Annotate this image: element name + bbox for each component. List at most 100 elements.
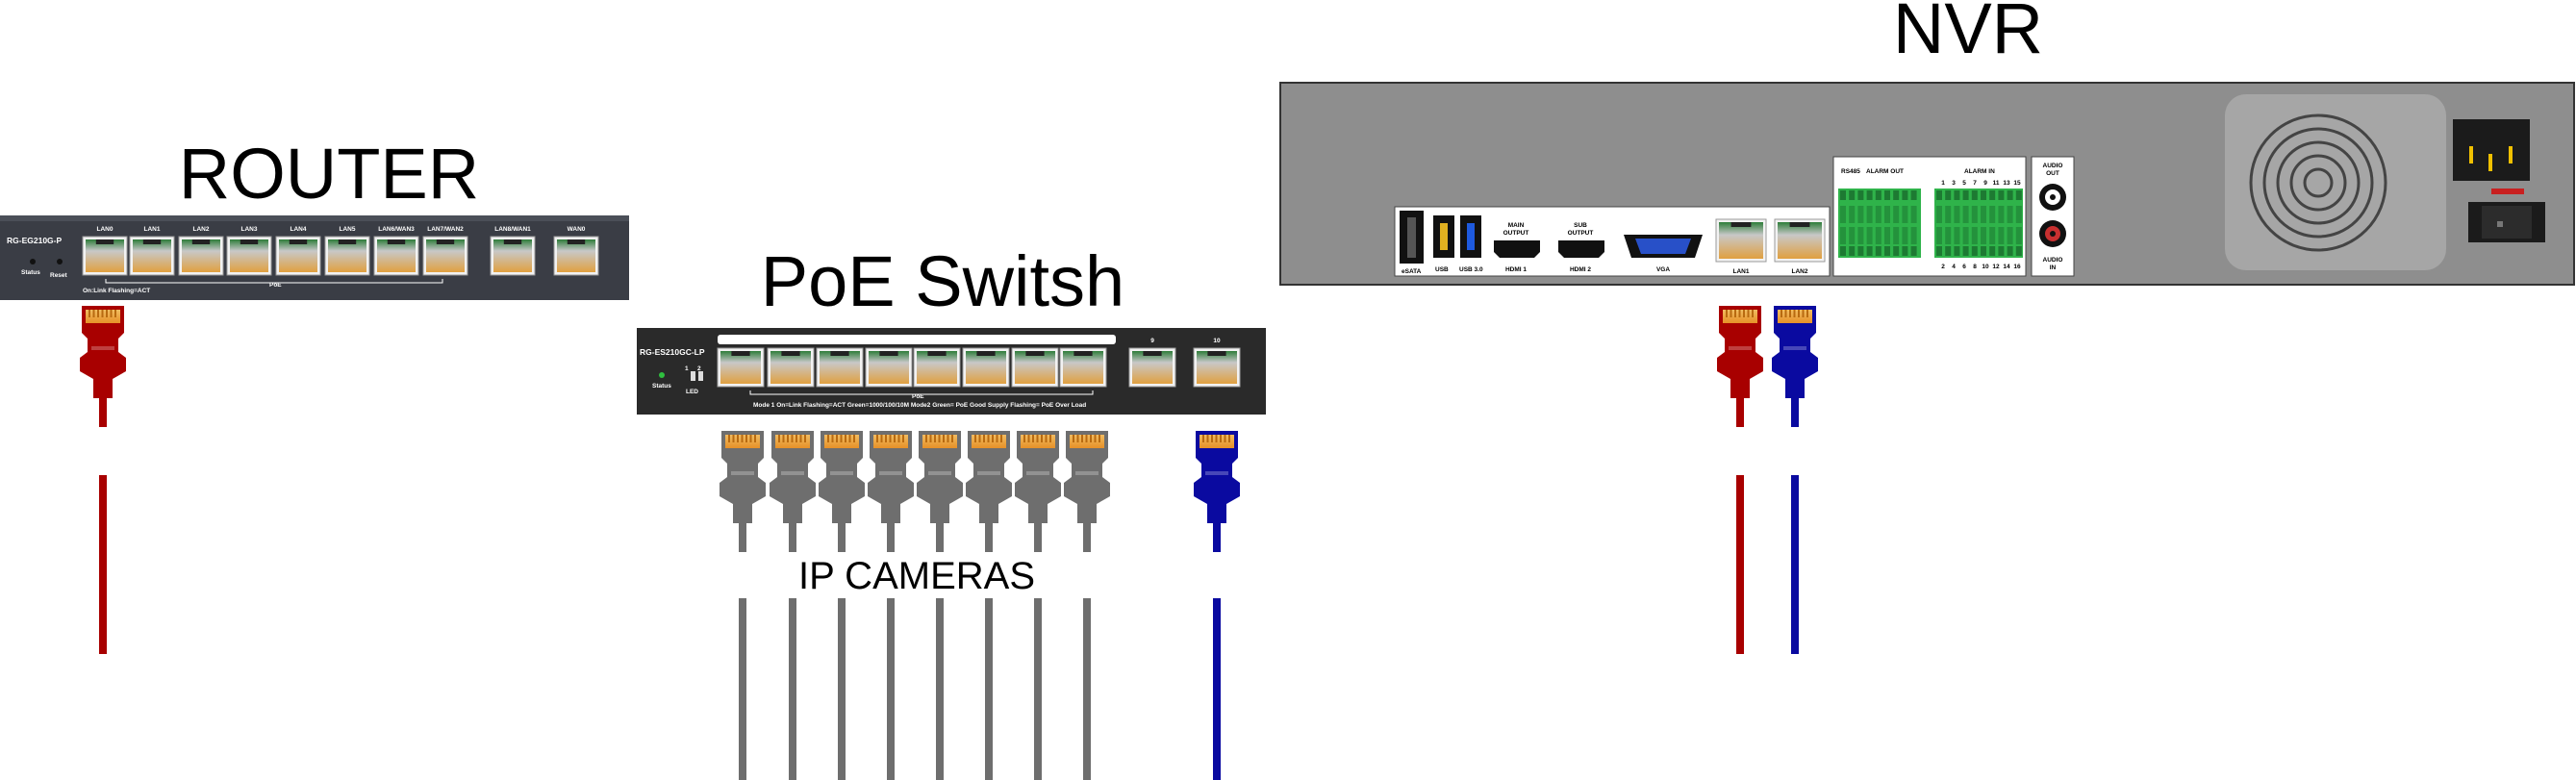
terminal-screw [1840, 246, 1846, 256]
router-port-lan0 [82, 236, 128, 276]
terminal-slot [1945, 206, 1952, 223]
terminal-screw [1902, 246, 1908, 256]
nvr-sub-output-line2: OUTPUT [1568, 230, 1594, 237]
switch-port-label: 10 [1213, 338, 1221, 344]
terminal-slot [1962, 227, 1969, 244]
terminal-screw [1971, 190, 1978, 200]
terminal-slot [1998, 206, 2005, 223]
terminal-slot [1981, 206, 1986, 223]
camera-cable-segment-5 [936, 598, 944, 780]
camera-cable-segment-6 [985, 598, 993, 780]
nvr-vga-label: VGA [1656, 266, 1670, 273]
terminal-screw [1910, 246, 1917, 256]
nvr-alarm-out-label: ALARM OUT [1866, 168, 1904, 175]
terminal-screw [1866, 190, 1873, 200]
camera-cable-connector-7 [1015, 431, 1061, 552]
terminal-slot [1989, 227, 1996, 244]
switch-title: PoE Switsh [761, 241, 1124, 321]
terminal-slot [1989, 206, 1996, 223]
audio-in-jack-icon [2039, 220, 2066, 247]
camera-cable-connector-8 [1064, 431, 1110, 552]
fan-grille-icon [2249, 113, 2387, 252]
terminal-screw [1945, 246, 1952, 256]
router-port-lan1 [129, 236, 175, 276]
terminal-slot [1884, 206, 1890, 223]
router-cable-connector [80, 306, 126, 427]
nvr-blue-cable-segment [1791, 475, 1799, 654]
router-port-label: LAN1 [144, 226, 161, 233]
terminal-slot [1849, 206, 1856, 223]
camera-cable-connector-5 [917, 431, 963, 552]
alarm-in-number: 10 [1982, 264, 1989, 270]
terminal-slot [1857, 206, 1864, 223]
terminal-screw [1945, 190, 1952, 200]
terminal-screw [1989, 246, 1996, 256]
router-port-label: LAN6/WAN3 [378, 226, 415, 233]
terminal-screw [1998, 246, 2005, 256]
alarm-in-number: 11 [1993, 180, 2000, 187]
terminal-slot [1893, 227, 1900, 244]
router-port-label: LAN5 [340, 226, 356, 233]
terminal-slot [1866, 227, 1873, 244]
terminal-screw [1849, 190, 1856, 200]
terminal-slot [1840, 227, 1846, 244]
terminal-screw [1936, 190, 1942, 200]
router-led-legend: On:Link Flashing=ACT [83, 288, 150, 294]
terminal-screw [1857, 246, 1864, 256]
terminal-screw [1910, 190, 1917, 200]
router-reset-label: Reset [50, 272, 68, 279]
terminal-slot [1971, 206, 1978, 223]
terminal-slot [1954, 227, 1960, 244]
alarm-in-number: 14 [2003, 264, 2010, 270]
nvr-hdmi1-label: HDMI 1 [1505, 266, 1527, 273]
terminal-screw [1884, 246, 1890, 256]
router-port-lan5 [324, 236, 370, 276]
switch-port-1 [717, 347, 765, 388]
nvr-lan2-label: LAN2 [1792, 268, 1808, 275]
terminal-slot [2007, 227, 2013, 244]
terminal-screw [2015, 190, 2022, 200]
camera-cable-segment-3 [838, 598, 846, 780]
router-port-label: LAN7/WAN2 [427, 226, 464, 233]
switch-port-label: 2 [789, 338, 793, 344]
terminal-slot [1902, 206, 1908, 223]
router-port-label: LAN4 [290, 226, 307, 233]
terminal-slot [1857, 227, 1864, 244]
terminal-screw [1893, 246, 1900, 256]
nvr-audio-out-line1: AUDIO [2043, 163, 2063, 169]
switch-port-8 [1059, 347, 1107, 388]
switch-uplink-connector [1194, 431, 1240, 552]
alarm-in-number: 4 [1952, 264, 1956, 270]
router-port-label: WAN0 [568, 226, 586, 233]
alarm-in-number: 8 [1973, 264, 1977, 270]
switch-mode-1: 1 [685, 365, 689, 372]
terminal-screw [1884, 190, 1890, 200]
nvr-red-cable-connector [1717, 306, 1763, 427]
router-port-wan0 [553, 236, 599, 276]
terminal-slot [1840, 206, 1846, 223]
switch-port-9 [1128, 347, 1176, 388]
nvr-esata-label: eSATA [1402, 268, 1422, 275]
power-switch-icon [2468, 189, 2545, 242]
terminal-screw [1998, 190, 2005, 200]
router-port-lan6-wan3 [373, 236, 419, 276]
switch-port-5 [913, 347, 961, 388]
terminal-screw [1875, 246, 1881, 256]
terminal-slot [1884, 227, 1890, 244]
terminal-slot [1954, 206, 1960, 223]
camera-cable-segment-2 [789, 598, 796, 780]
terminal-slot [1981, 227, 1986, 244]
terminal-slot [1875, 206, 1881, 223]
nvr-audio-out-line2: OUT [2046, 170, 2059, 177]
terminal-slot [1902, 227, 1908, 244]
switch-port-6 [962, 347, 1010, 388]
nvr-rs485-label: RS485 [1841, 168, 1860, 175]
alarm-in-number: 16 [2013, 264, 2021, 270]
nvr-blue-cable-connector [1772, 306, 1818, 427]
switch-port-3 [816, 347, 864, 388]
camera-cable-connector-1 [720, 431, 766, 552]
nvr-audio-in-line2: IN [2050, 264, 2057, 271]
nvr-usb-label: USB [1435, 266, 1449, 273]
alarm-in-number: 9 [1983, 180, 1987, 187]
ip-cameras-label: IP CAMERAS [798, 555, 1035, 597]
